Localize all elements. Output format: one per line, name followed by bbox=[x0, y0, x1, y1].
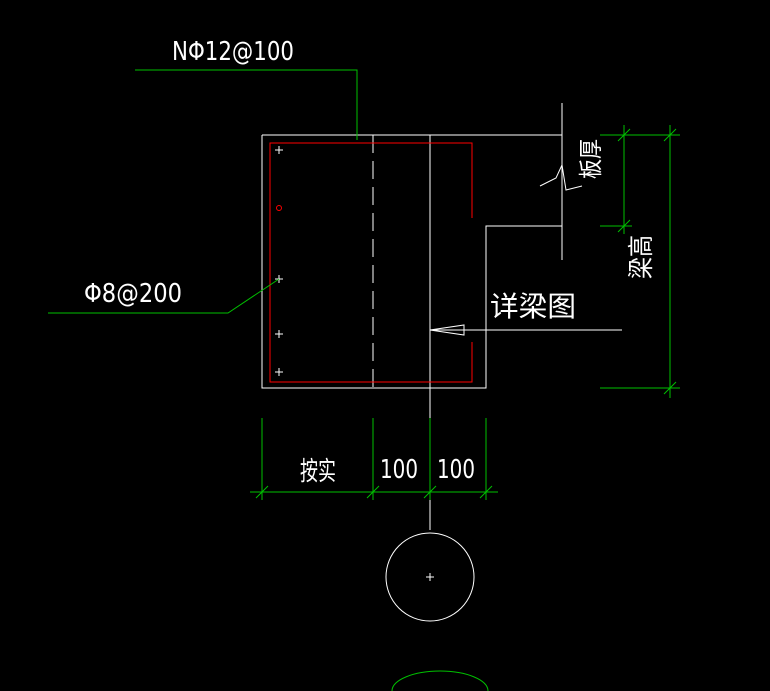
leaders bbox=[48, 69, 358, 314]
dim-as-built-label: 按实 bbox=[300, 457, 336, 487]
top-rebar-label: NΦ12@100 bbox=[172, 37, 294, 67]
partial-circle-bottom bbox=[391, 670, 489, 691]
rebar-dot bbox=[276, 205, 282, 211]
top-rebar-leader bbox=[135, 69, 358, 140]
column-marker bbox=[385, 532, 475, 622]
stirrup-outline bbox=[269, 142, 473, 383]
horizontal-dimension bbox=[250, 418, 498, 500]
rebar-cage bbox=[269, 142, 473, 383]
detail-note-label: 详梁图 bbox=[490, 290, 576, 323]
section-arrow-icon bbox=[429, 324, 465, 336]
section-outline bbox=[261, 103, 622, 530]
stirrup-label: Φ8@200 bbox=[84, 279, 182, 309]
stirrup-leader bbox=[48, 278, 280, 314]
rebar-crosses bbox=[275, 146, 283, 376]
beam-height-label: 梁高 bbox=[627, 235, 657, 279]
slab-thickness-label: 板厚 bbox=[577, 139, 605, 179]
vertical-dimension bbox=[600, 125, 680, 398]
dim-100-left-label: 100 bbox=[380, 455, 418, 485]
column-circle bbox=[385, 532, 475, 622]
dim-100-right-label: 100 bbox=[437, 455, 475, 485]
break-symbol-icon bbox=[539, 163, 583, 191]
